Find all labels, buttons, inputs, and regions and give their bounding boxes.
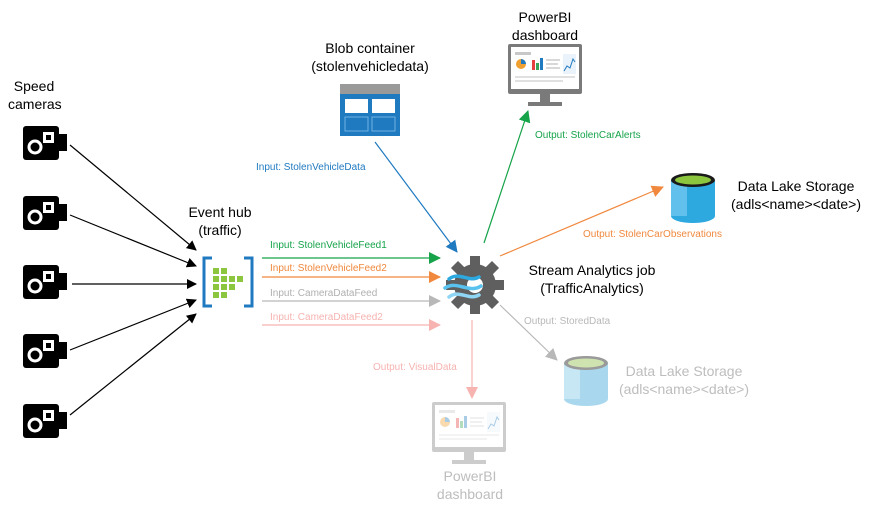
data-lake-bottom-label-line2: (adls<name><date>)	[619, 381, 749, 397]
blob-container-label-line2: (stolenvehicledata)	[311, 58, 429, 74]
flow-connectors	[262, 110, 664, 399]
edge-camera4-to-eventhub	[69, 298, 197, 351]
data-lake-top-label-line1: Data Lake Storage	[737, 178, 855, 194]
blob-container-label: Blob container (stolenvehicledata)	[300, 39, 440, 75]
camera-icon	[23, 196, 67, 230]
powerbi-bottom-label-line1: PowerBI	[443, 468, 497, 484]
data-lake-icon	[671, 173, 715, 223]
edge-stolen-vehicle-data	[374, 141, 458, 253]
powerbi-top-label-line1: PowerBI	[518, 9, 572, 25]
data-lake-top-label: Data Lake Storage (adls<name><date>)	[726, 177, 866, 213]
edge-camera1-to-eventhub	[69, 144, 197, 251]
stream-analytics-label: Stream Analytics job (TrafficAnalytics)	[516, 261, 668, 297]
edge-label-stolen-vehicle-feed1: Input: StolenVehicleFeed1	[270, 240, 387, 251]
data-lake-icon	[564, 356, 608, 406]
stream-analytics-label-line1: Stream Analytics job	[528, 262, 656, 278]
edge-camera5-to-eventhub	[69, 313, 197, 416]
edge-stored-data	[499, 304, 558, 361]
camera-connectors	[69, 144, 197, 416]
camera-icon	[23, 334, 67, 368]
event-hub-label-line1: Event hub	[188, 204, 252, 220]
speed-cameras-label-line2: cameras	[8, 96, 62, 112]
edge-label-visual-data: Output: VisualData	[373, 362, 457, 373]
blob-container-label-line1: Blob container	[325, 40, 415, 56]
monitor-dashboard-icon	[507, 43, 583, 107]
event-hub-icon	[202, 256, 254, 308]
edge-label-stolen-vehicle-data: Input: StolenVehicleData	[256, 162, 366, 173]
data-lake-top-label-line2: (adls<name><date>)	[731, 196, 861, 212]
powerbi-bottom-label-line2: dashboard	[436, 486, 504, 502]
powerbi-top-label: PowerBI dashboard	[505, 8, 585, 44]
event-hub-label: Event hub (traffic)	[186, 203, 254, 239]
stream-analytics-icon	[443, 256, 504, 314]
edge-label-stolen-car-alerts: Output: StolenCarAlerts	[535, 130, 641, 141]
event-hub-label-line2: (traffic)	[198, 222, 242, 238]
camera-icon	[23, 404, 67, 438]
data-lake-bottom-label: Data Lake Storage (adls<name><date>)	[608, 362, 760, 398]
stream-analytics-label-line2: (TrafficAnalytics)	[540, 280, 644, 296]
edge-camera2-to-eventhub	[69, 214, 197, 268]
powerbi-bottom-label: PowerBI dashboard	[428, 467, 512, 503]
monitor-dashboard-icon	[431, 401, 507, 465]
powerbi-top-label-line2: dashboard	[511, 27, 579, 43]
data-lake-bottom-label-line1: Data Lake Storage	[625, 363, 743, 379]
camera-icon	[23, 265, 67, 299]
camera-icon	[23, 126, 67, 160]
edge-stolen-car-observations	[499, 185, 664, 257]
edge-stolen-car-alerts	[483, 110, 531, 244]
edge-label-camera-data-feed2: Input: CameraDataFeed2	[270, 312, 383, 323]
blob-storage-icon	[340, 84, 400, 136]
speed-cameras-label-line1: Speed	[13, 78, 55, 94]
speed-cameras-label: Speed cameras	[8, 77, 62, 113]
edge-label-stolen-vehicle-feed2: Input: StolenVehicleFeed2	[270, 263, 387, 274]
edge-label-stored-data: Output: StoredData	[524, 316, 611, 327]
edge-label-camera-data-feed: Input: CameraDataFeed	[270, 288, 378, 299]
edge-label-stolen-car-observations: Output: StolenCarObservations	[583, 229, 722, 240]
